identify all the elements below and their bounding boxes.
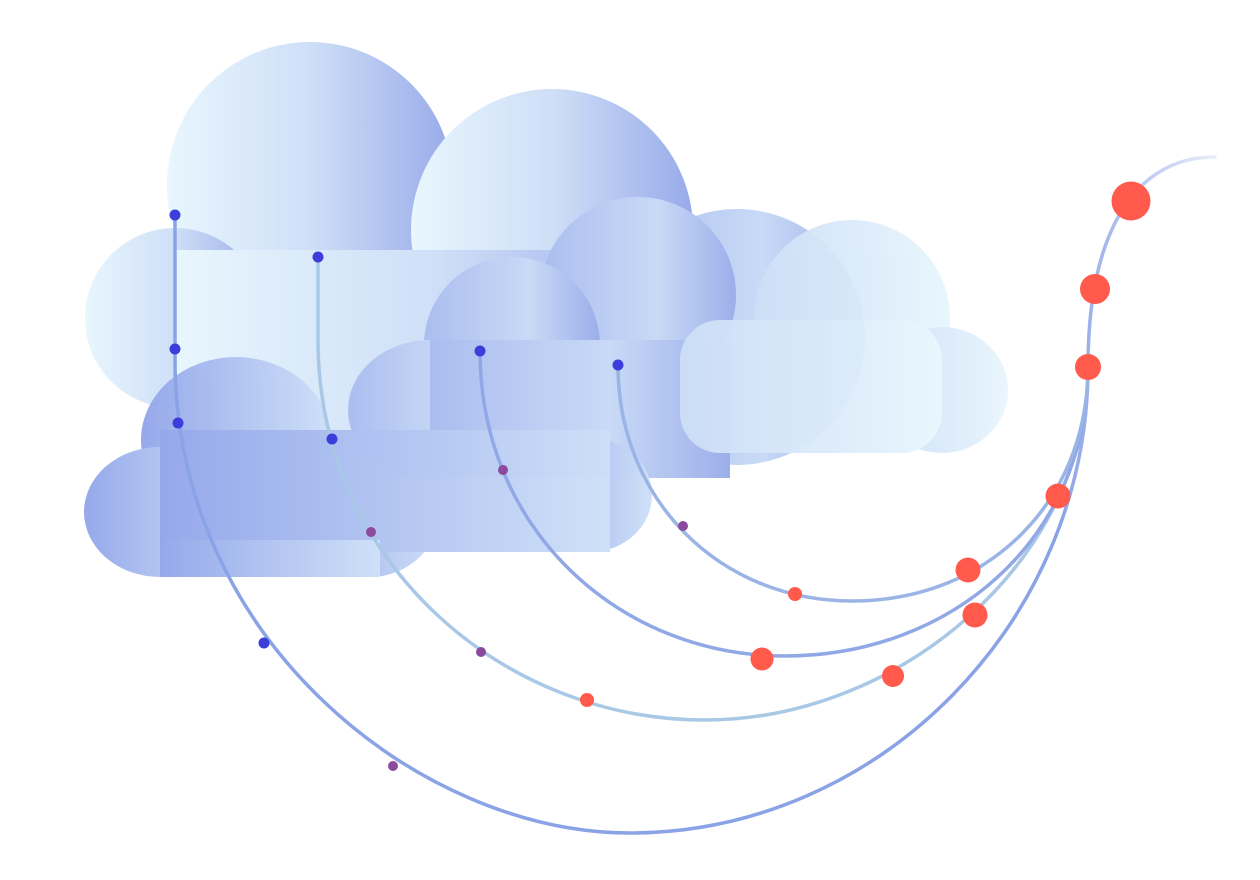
connection-line-2 xyxy=(316,255,1090,722)
node-end xyxy=(882,665,904,687)
connection-line-4 xyxy=(616,363,1090,603)
node-mid xyxy=(476,647,486,657)
node-start xyxy=(169,209,181,221)
node-start xyxy=(258,637,270,649)
end-nodes xyxy=(580,181,1151,707)
node-end xyxy=(1080,274,1110,304)
connection-line-outer xyxy=(173,155,1217,835)
node-end xyxy=(1075,354,1101,380)
node-end xyxy=(750,647,774,671)
node-start xyxy=(312,251,324,263)
start-nodes xyxy=(169,209,624,649)
node-end xyxy=(1111,181,1151,221)
mid-nodes xyxy=(366,465,688,771)
node-end xyxy=(955,557,981,583)
node-mid xyxy=(366,527,376,537)
node-start xyxy=(326,433,338,445)
node-mid xyxy=(388,761,398,771)
node-end xyxy=(580,693,594,707)
node-start xyxy=(612,359,624,371)
node-end xyxy=(962,602,988,628)
cloud-right xyxy=(680,220,1008,453)
node-end xyxy=(788,587,802,601)
node-mid xyxy=(678,521,688,531)
node-mid xyxy=(498,465,508,475)
connection-line-3 xyxy=(478,349,1090,658)
cloud-lower-left xyxy=(84,357,652,577)
node-start xyxy=(172,417,184,429)
node-start xyxy=(169,343,181,355)
node-start xyxy=(474,345,486,357)
node-end xyxy=(1045,483,1071,509)
